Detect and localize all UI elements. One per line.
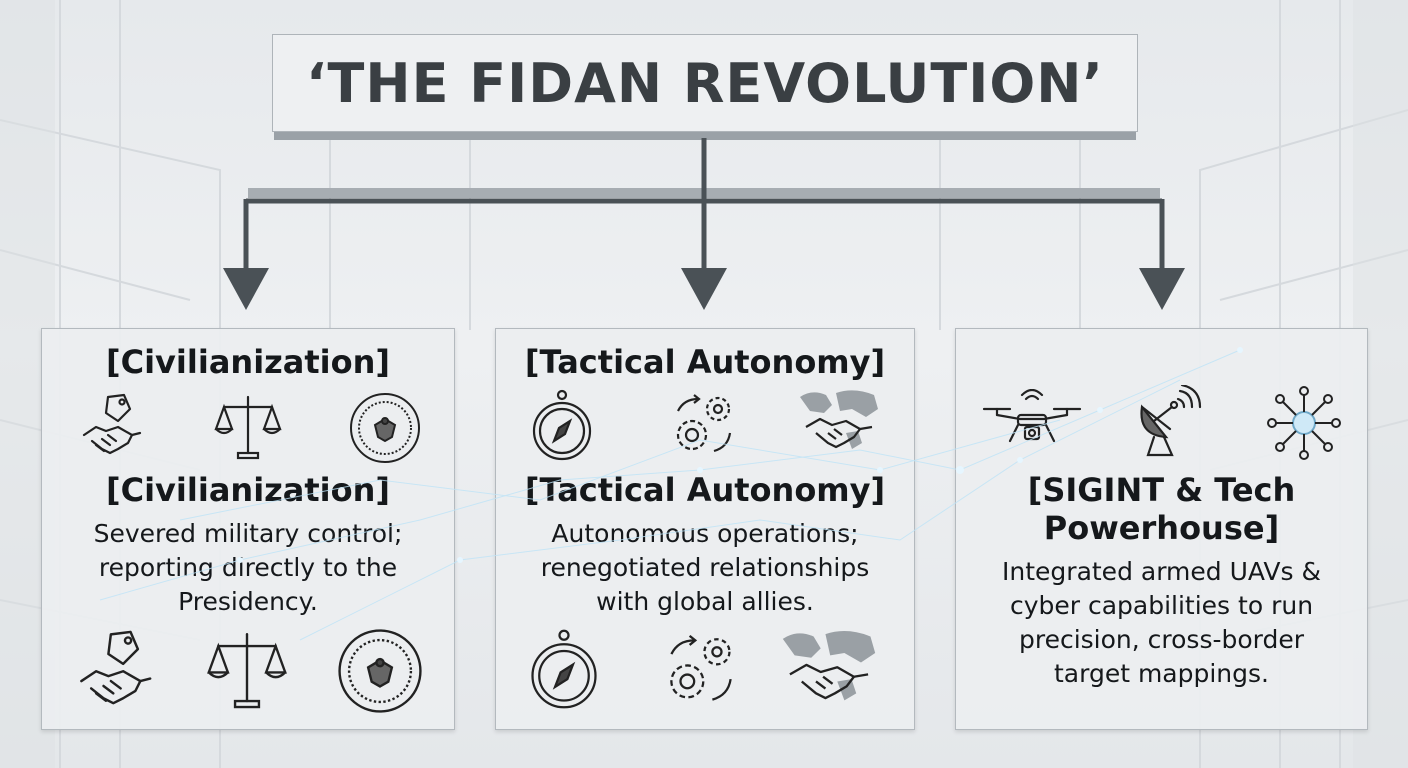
panel-description-line: target mappings. bbox=[1053, 659, 1269, 688]
arrow-center-icon bbox=[681, 268, 727, 310]
gears-icon bbox=[668, 389, 740, 461]
panel-description-line: Severed military control; bbox=[93, 519, 403, 548]
panel-heading: Powerhouse] bbox=[1043, 509, 1280, 547]
panel-description-line: Presidency. bbox=[178, 587, 318, 616]
panel-description-line: Integrated armed UAVs & bbox=[1002, 557, 1321, 586]
world-map-handshake-icon bbox=[796, 387, 882, 463]
page-title: ‘THE FIDAN REVOLUTION’ bbox=[306, 51, 1104, 115]
panel-heading: [SIGINT & Tech bbox=[1027, 471, 1296, 509]
panel-description-line: reporting directly to the bbox=[98, 553, 398, 582]
gears-icon bbox=[660, 629, 742, 711]
scales-of-justice-icon bbox=[204, 627, 290, 713]
world-map-handshake-icon bbox=[766, 627, 892, 717]
panel-heading: [Civilianization] bbox=[105, 471, 391, 509]
handshake-tag-icon bbox=[78, 391, 148, 461]
satellite-dish-icon bbox=[1132, 385, 1204, 461]
network-hub-icon bbox=[1266, 385, 1342, 461]
compass-icon bbox=[530, 389, 594, 461]
panel-description-line: cyber capabilities to run bbox=[1009, 591, 1314, 620]
drone-icon bbox=[980, 389, 1084, 451]
panel-sigint-tech: [SIGINT & Tech Powerhouse] Integrated ar… bbox=[955, 328, 1368, 730]
scales-of-justice-icon bbox=[212, 391, 284, 463]
panel-description-line: precision, cross-border bbox=[1018, 625, 1305, 654]
title-box: ‘THE FIDAN REVOLUTION’ bbox=[272, 34, 1138, 132]
panel-heading-top: [Tactical Autonomy] bbox=[524, 343, 886, 381]
handshake-tag-icon bbox=[70, 627, 164, 713]
panel-description-line: Autonomous operations; bbox=[551, 519, 859, 548]
presidential-seal-icon bbox=[348, 391, 422, 465]
panel-description-line: with global allies. bbox=[596, 587, 814, 616]
arrow-right-icon bbox=[1139, 268, 1185, 310]
presidential-seal-icon bbox=[336, 627, 424, 715]
panel-tactical-autonomy: [Tactical Autonomy] [Tactical Autonomy] … bbox=[495, 328, 915, 730]
panel-heading: [Tactical Autonomy] bbox=[524, 471, 886, 509]
compass-icon bbox=[528, 627, 600, 711]
panel-heading-top: [Civilianization] bbox=[105, 343, 391, 381]
panel-civilianization: [Civilianization] [Civilianization] Seve… bbox=[41, 328, 455, 730]
arrow-left-icon bbox=[223, 268, 269, 310]
panel-description-line: renegotiated relationships bbox=[540, 553, 870, 582]
